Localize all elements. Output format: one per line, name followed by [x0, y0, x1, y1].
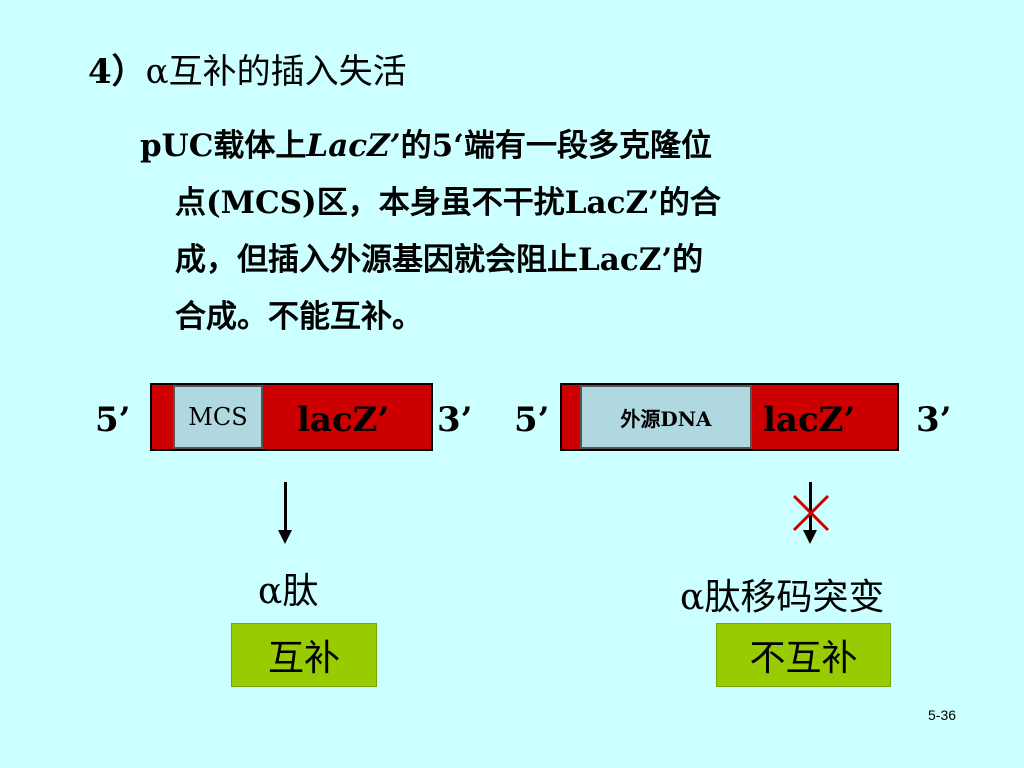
- paragraph-line-3: 成，但插入外源基因就会阻止LacZ’的: [175, 242, 704, 278]
- heading-alpha: α: [145, 52, 169, 92]
- left-result-label: α肽: [258, 562, 318, 614]
- right-result-product: 肽移码突变: [704, 577, 885, 618]
- right-insert-label: 外源DNA: [620, 406, 712, 431]
- paragraph-prefix: pUC载体上: [140, 128, 307, 164]
- right-foreign-dna-insert: 外源DNA: [580, 385, 752, 449]
- right-arrow-shaft: [809, 482, 812, 532]
- right-result-label: α肽移码突变: [680, 568, 884, 620]
- no-complement-badge: 不互补: [716, 623, 891, 687]
- left-lacz-label: lacZ’: [297, 400, 390, 440]
- paragraph-line-2: 点(MCS)区，本身虽不干扰LacZ’的合: [175, 185, 721, 221]
- page-number: 5-36: [928, 707, 957, 723]
- description-paragraph: pUC载体上LacZ’的5‘端有一段多克隆位 点(MCS)区，本身虽不干扰Lac…: [140, 118, 940, 346]
- paragraph-lacz-italic: LacZ’: [306, 128, 401, 164]
- slide-heading: 4）α互补的插入失活: [88, 44, 407, 93]
- left-three-prime-label: 3’: [437, 400, 473, 440]
- left-result-alpha: α: [258, 571, 283, 612]
- paragraph-line-4: 合成。不能互补。: [175, 299, 423, 335]
- left-insert-label: MCS: [188, 403, 248, 431]
- paragraph-line-1-rest: 的5‘端有一段多克隆位: [400, 128, 712, 164]
- left-mcs-insert: MCS: [173, 385, 263, 449]
- paragraph-line-1: pUC载体上LacZ’的5‘端有一段多克隆位: [140, 118, 940, 175]
- left-arrow-head: [278, 530, 292, 544]
- heading-number: 4）: [88, 52, 146, 92]
- cross-icon: [792, 494, 830, 532]
- right-result-alpha: α: [680, 577, 705, 618]
- right-lacz-label: lacZ’: [763, 400, 856, 440]
- left-result-product: 肽: [282, 571, 319, 612]
- left-five-prime-label: 5’: [95, 400, 131, 440]
- complement-badge: 互补: [231, 623, 377, 687]
- left-arrow-shaft: [284, 482, 287, 532]
- right-three-prime-label: 3’: [916, 400, 952, 440]
- right-arrow-head: [803, 530, 817, 544]
- right-five-prime-label: 5’: [514, 400, 550, 440]
- heading-text: 互补的插入失活: [168, 52, 407, 92]
